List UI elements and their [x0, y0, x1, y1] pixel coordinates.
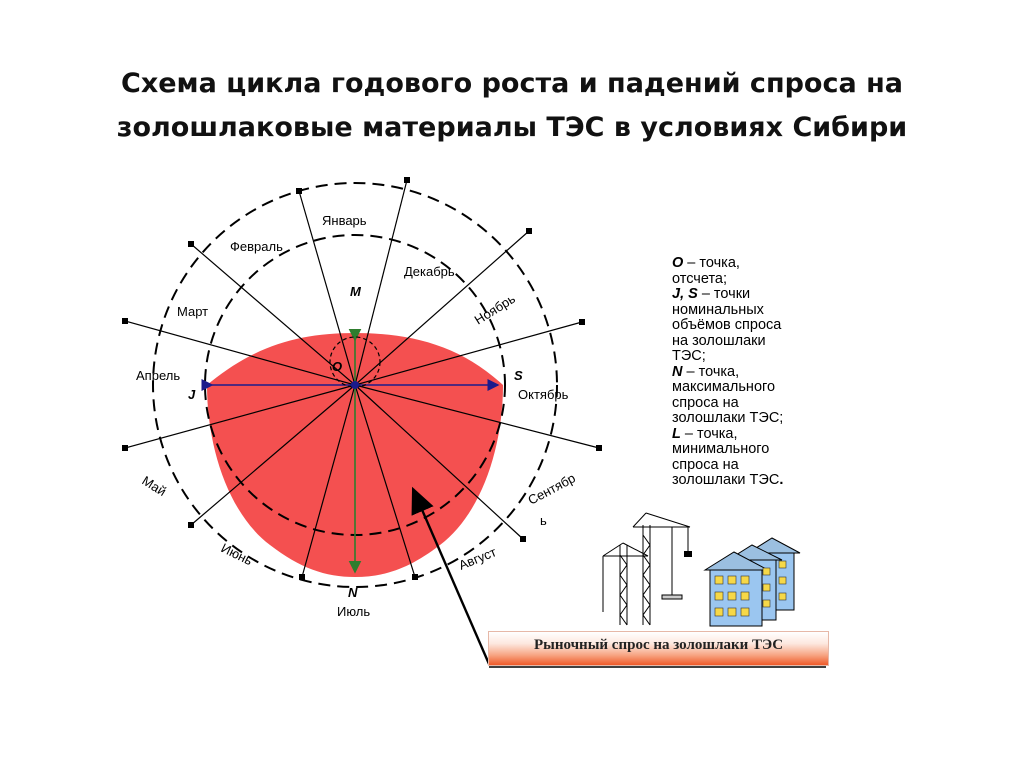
crane-hook-icon	[684, 551, 692, 557]
title-line-2: золошлаковые материалы ТЭС в условиях Си…	[116, 112, 908, 143]
point-j-label: J	[188, 387, 196, 402]
market-demand-banner: Рыночный спрос на золошлаки ТЭС	[489, 632, 828, 665]
month-january: Январь	[322, 213, 367, 228]
building-icon	[703, 537, 801, 627]
legend-l-end: .	[779, 472, 784, 488]
point-s-label: S	[514, 368, 523, 383]
legend: O – точка, отсчета; J, S – точки номинал…	[672, 255, 798, 489]
crane-icon	[602, 512, 691, 626]
legend-n-text: – точка, максимального спроса на золошла…	[672, 363, 784, 426]
legend-o-text: – точка, отсчета;	[672, 255, 740, 287]
legend-js-text: – точки номинальных объёмов спроса на зо…	[672, 286, 782, 364]
legend-o-symbol: O	[672, 255, 684, 271]
legend-n-symbol: N	[672, 363, 683, 380]
page-title: Схема цикла годового роста и падений спр…	[0, 62, 1024, 150]
month-june: Июнь	[219, 540, 255, 568]
origin-point	[351, 381, 359, 389]
month-november: Ноябрь	[472, 291, 518, 328]
month-april: Апрель	[136, 368, 180, 383]
point-n-label: N	[348, 585, 358, 600]
month-february: Февраль	[230, 239, 283, 254]
month-august: Август	[457, 544, 499, 573]
outer-dashed-circle	[152, 182, 558, 588]
origin-circle	[329, 336, 381, 388]
month-march: Март	[177, 304, 208, 319]
month-december: Декабрь	[404, 264, 455, 279]
month-july: Июль	[337, 604, 370, 619]
legend-js: J, S – точки номинальных объёмов спроса …	[672, 286, 798, 365]
month-october: Октябрь	[518, 387, 569, 402]
month-september-part-2: ь	[540, 513, 547, 528]
legend-n: N – точка, максимального спроса на золош…	[672, 363, 798, 427]
point-o-label: O	[332, 359, 342, 374]
pointer-arrow	[411, 486, 491, 665]
legend-o: O – точка, отсчета;	[672, 255, 798, 287]
legend-l: L – точка, минимального спроса на золошл…	[672, 425, 798, 489]
month-may: Май	[139, 473, 169, 499]
point-m-label: M	[350, 284, 362, 299]
title-line-1: Схема цикла годового роста и падений спр…	[121, 68, 903, 99]
radial-line-end-markers	[122, 177, 602, 580]
radial-lines	[124, 179, 600, 578]
month-september-part-1: Сентябр	[525, 470, 577, 507]
legend-js-symbol: J, S	[672, 286, 698, 302]
legend-l-text: – точка, минимального спроса на золошлак…	[672, 425, 780, 488]
legend-l-symbol: L	[672, 425, 681, 442]
